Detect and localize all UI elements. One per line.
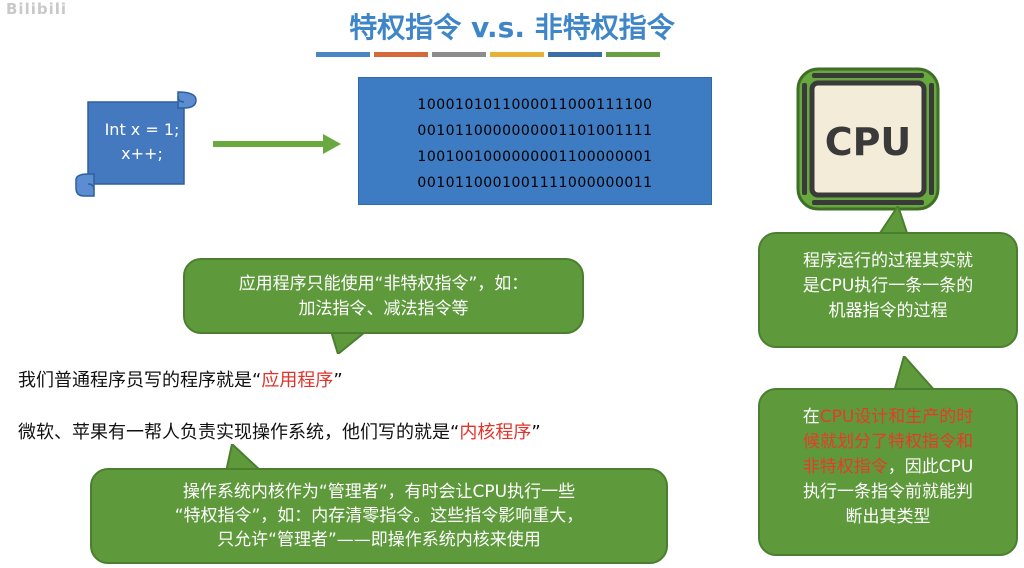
title-bar-5	[548, 52, 602, 57]
text-app-prefix: 我们普通程序员写的程序就是“	[18, 370, 262, 391]
callout-cpu-line-1: 程序运行的过程其实就	[803, 251, 973, 271]
callout-app-line-2: 加法指令、减法指令等	[298, 299, 469, 319]
callout-app-instructions: 应用程序只能使用“非特权指令”，如： 加法指令、减法指令等	[183, 258, 584, 334]
binary-code-box: 1000101011000011000111100 00101100000000…	[358, 77, 712, 205]
binary-line-2: 0010110000000001101001111	[417, 123, 653, 139]
cpu-label: CPU	[825, 120, 912, 164]
code-line-1: Int x = 1;	[104, 120, 180, 139]
text-kernel-suffix: ”	[531, 422, 541, 443]
title-bar-4	[490, 52, 544, 57]
code-scroll: Int x = 1; x++;	[74, 88, 198, 200]
binary-line-4: 0010110001001111000000011	[417, 175, 653, 191]
callout-design-line-1: 在CPU设计和生产的时	[760, 405, 1016, 430]
callout-design-post-3: ，因此CPU	[887, 457, 974, 477]
callout-cpu-line-3: 机器指令的过程	[828, 301, 948, 321]
callout-design-line-3: 非特权指令，因此CPU	[760, 455, 1016, 480]
title-underline-bars	[316, 52, 660, 57]
callout-kernel-line-2: “特权指令”，如：内存清零指令。这些指令影响重大，	[174, 506, 584, 526]
text-app-suffix: ”	[333, 370, 343, 391]
callout-design-line-5: 断出其类型	[845, 507, 931, 527]
callout-design-line-4: 执行一条指令前就能判	[803, 482, 973, 502]
page-title: 特权指令 v.s. 非特权指令	[349, 11, 675, 44]
logo: Bilibili	[6, 0, 68, 18]
text-kernel-prefix: 微软、苹果有一帮人负责实现操作系统，他们写的就是“	[18, 422, 460, 443]
title-bar-6	[606, 52, 660, 57]
callout-design-red-3: 非特权指令	[802, 457, 888, 477]
callout-kernel-line-3: 只允许“管理者”——即操作系统内核来使用	[217, 530, 541, 550]
code-text: Int x = 1; x++;	[92, 118, 192, 166]
binary-line-1: 1000101011000011000111100	[417, 97, 653, 113]
bubble-tail	[892, 356, 938, 392]
title-bar-1	[316, 52, 370, 57]
right-arrow-icon	[213, 134, 341, 154]
text-app-highlight: 应用程序	[261, 370, 334, 391]
text-application-programs: 我们普通程序员写的程序就是“应用程序”	[18, 366, 343, 392]
title-bar-3	[432, 52, 486, 57]
callout-app-line-1: 应用程序只能使用“非特权指令”，如：	[238, 274, 529, 294]
code-line-2: x++;	[121, 144, 163, 163]
callout-design-red-2: 候就划分了特权指令和	[803, 432, 973, 452]
callout-design-pre: 在	[802, 407, 820, 427]
callout-design-red-1: CPU设计和生产的时	[819, 407, 974, 427]
callout-kernel-line-1: 操作系统内核作为“管理者”，有时会让CPU执行一些	[182, 482, 576, 502]
text-kernel-highlight: 内核程序	[459, 422, 532, 443]
title-bar-2	[374, 52, 428, 57]
scroll-icon	[75, 91, 197, 197]
callout-cpu-execution: 程序运行的过程其实就 是CPU执行一条一条的 机器指令的过程	[758, 232, 1018, 348]
bubble-tail	[226, 444, 264, 472]
bubble-tail	[330, 328, 370, 354]
bubble-tail	[876, 206, 908, 236]
callout-kernel-privileged: 操作系统内核作为“管理者”，有时会让CPU执行一些 “特权指令”，如：内存清零指…	[90, 468, 668, 564]
callout-cpu-design: 在CPU设计和生产的时 候就划分了特权指令和 非特权指令，因此CPU 执行一条指…	[758, 388, 1018, 556]
binary-line-3: 1001001000000001100000001	[417, 149, 653, 165]
callout-cpu-line-2: 是CPU执行一条一条的	[802, 276, 974, 296]
text-kernel-programs: 微软、苹果有一帮人负责实现操作系统，他们写的就是“内核程序”	[18, 418, 541, 444]
cpu-icon: CPU	[796, 67, 940, 211]
